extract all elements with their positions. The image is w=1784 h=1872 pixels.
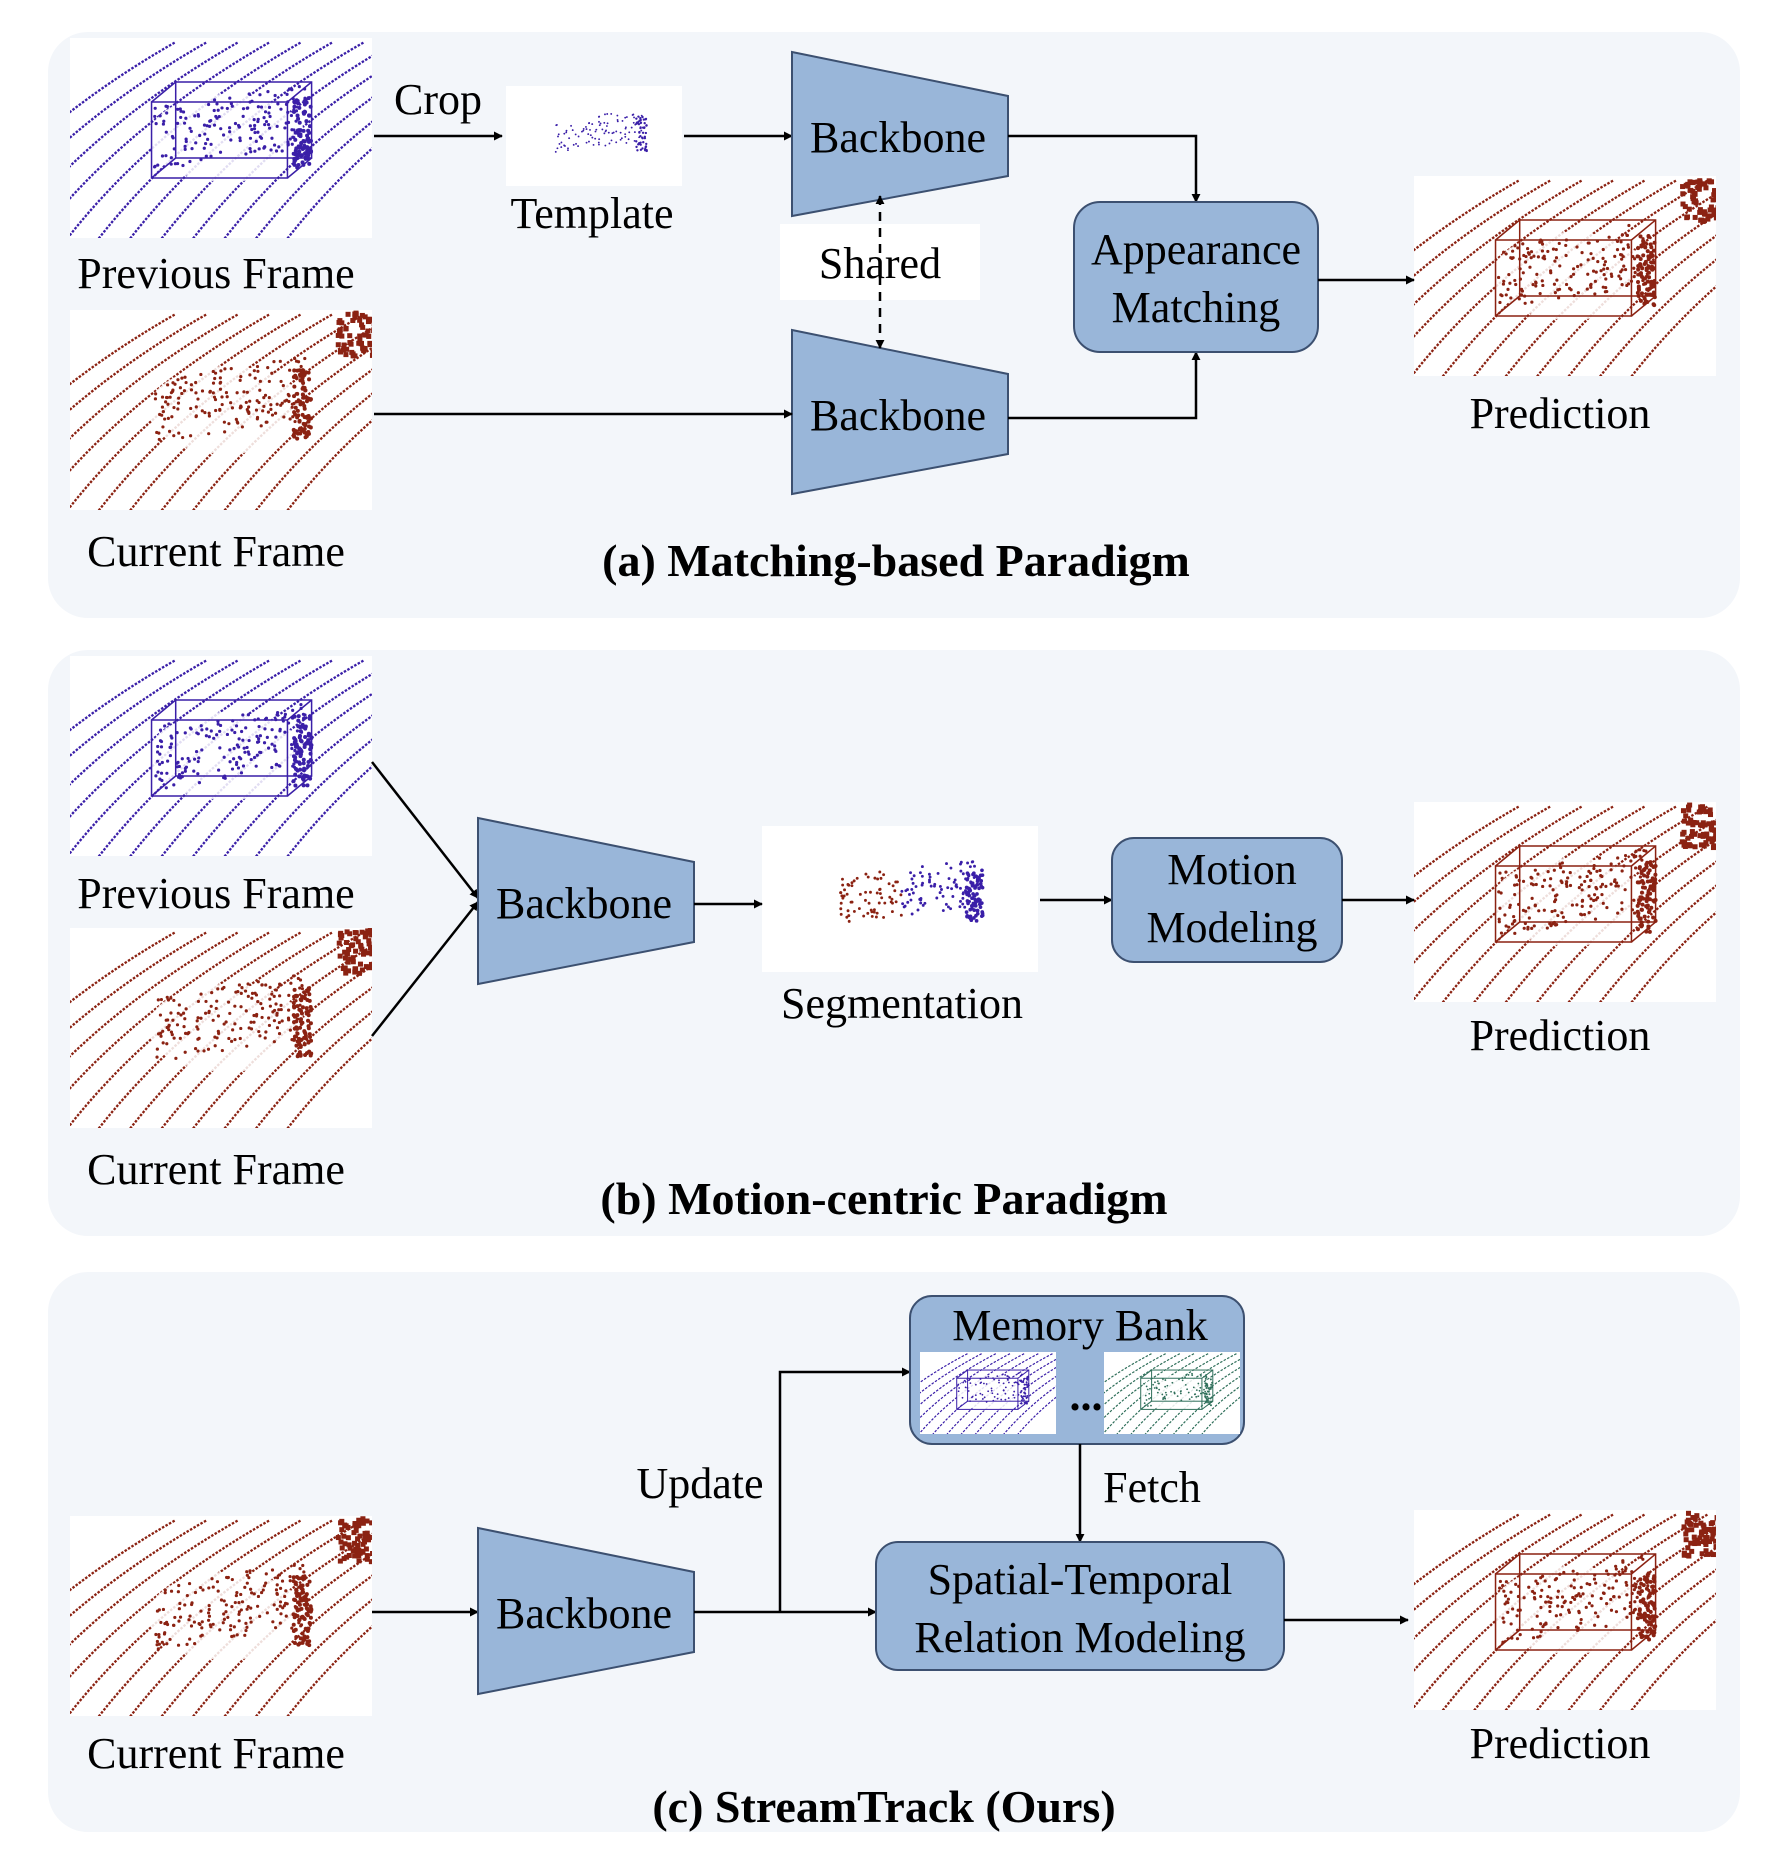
backbone-block-top — [791, 50, 1009, 218]
backbone-label-top: Backbone — [810, 113, 986, 162]
current-frame-point-cloud-c — [70, 1516, 372, 1716]
template-label: Template — [510, 189, 673, 238]
arrow-current-to-backbone-b — [371, 901, 479, 1037]
strm-label-line2: Relation Modeling — [914, 1613, 1245, 1662]
update-label: Update — [636, 1459, 763, 1508]
previous-frame-point-cloud-b — [70, 656, 372, 856]
prediction-point-cloud-c — [1414, 1510, 1716, 1710]
strm-label-line1: Spatial-Temporal — [928, 1555, 1233, 1604]
motion-modeling-label-line1: Motion — [1167, 845, 1297, 894]
panel-c-title: (c) StreamTrack (Ours) — [652, 1781, 1115, 1832]
appearance-matching-label-line2: Matching — [1112, 283, 1281, 332]
appearance-matching-block — [1073, 201, 1319, 353]
prediction-label-a: Prediction — [1470, 389, 1651, 438]
memory-ellipsis: ... — [1070, 1371, 1103, 1420]
backbone-block-bottom — [791, 328, 1009, 496]
current-frame-label-c: Current Frame — [87, 1729, 345, 1778]
memory-bank-label: Memory Bank — [952, 1301, 1207, 1350]
fetch-label: Fetch — [1103, 1463, 1201, 1512]
arrow-previous-to-backbone-b — [371, 761, 479, 899]
shared-label: Shared — [819, 239, 941, 288]
panel-b-title: (b) Motion-centric Paradigm — [600, 1173, 1167, 1224]
prediction-label-c: Prediction — [1470, 1719, 1651, 1768]
prediction-label-b: Prediction — [1470, 1011, 1651, 1060]
panel-a-background — [48, 32, 1740, 618]
memory-frame-thumbnail-2 — [1104, 1352, 1240, 1434]
backbone-label-bottom: Backbone — [810, 391, 986, 440]
backbone-block-c — [477, 1526, 695, 1696]
spatial-temporal-relation-block — [875, 1541, 1285, 1671]
motion-modeling-label-line2: Modeling — [1146, 903, 1317, 952]
previous-frame-point-cloud-a — [70, 38, 372, 238]
backbone-block-b — [477, 816, 695, 986]
prediction-point-cloud-b — [1414, 802, 1716, 1002]
crop-label: Crop — [394, 75, 482, 124]
previous-frame-label-b: Previous Frame — [77, 869, 354, 918]
previous-frame-label-a: Previous Frame — [77, 249, 354, 298]
arrow-backbone-bottom-to-matching — [1008, 351, 1201, 420]
current-frame-point-cloud-b — [70, 928, 372, 1128]
segmentation-label: Segmentation — [781, 979, 1023, 1028]
current-frame-label-a: Current Frame — [87, 527, 345, 576]
segmentation-point-cloud — [762, 826, 1038, 972]
memory-frame-thumbnail-1 — [920, 1352, 1056, 1434]
template-point-cloud — [506, 86, 682, 186]
backbone-label-b: Backbone — [496, 879, 672, 928]
current-frame-point-cloud-a — [70, 310, 372, 510]
appearance-matching-label-line1: Appearance — [1091, 225, 1301, 274]
arrow-backbone-top-to-matching — [1008, 134, 1201, 203]
current-frame-label-b: Current Frame — [87, 1145, 345, 1194]
backbone-label-c: Backbone — [496, 1589, 672, 1638]
prediction-point-cloud-a — [1414, 176, 1716, 376]
arrow-update-to-memory — [778, 1367, 911, 1612]
panel-a-title: (a) Matching-based Paradigm — [602, 535, 1190, 586]
